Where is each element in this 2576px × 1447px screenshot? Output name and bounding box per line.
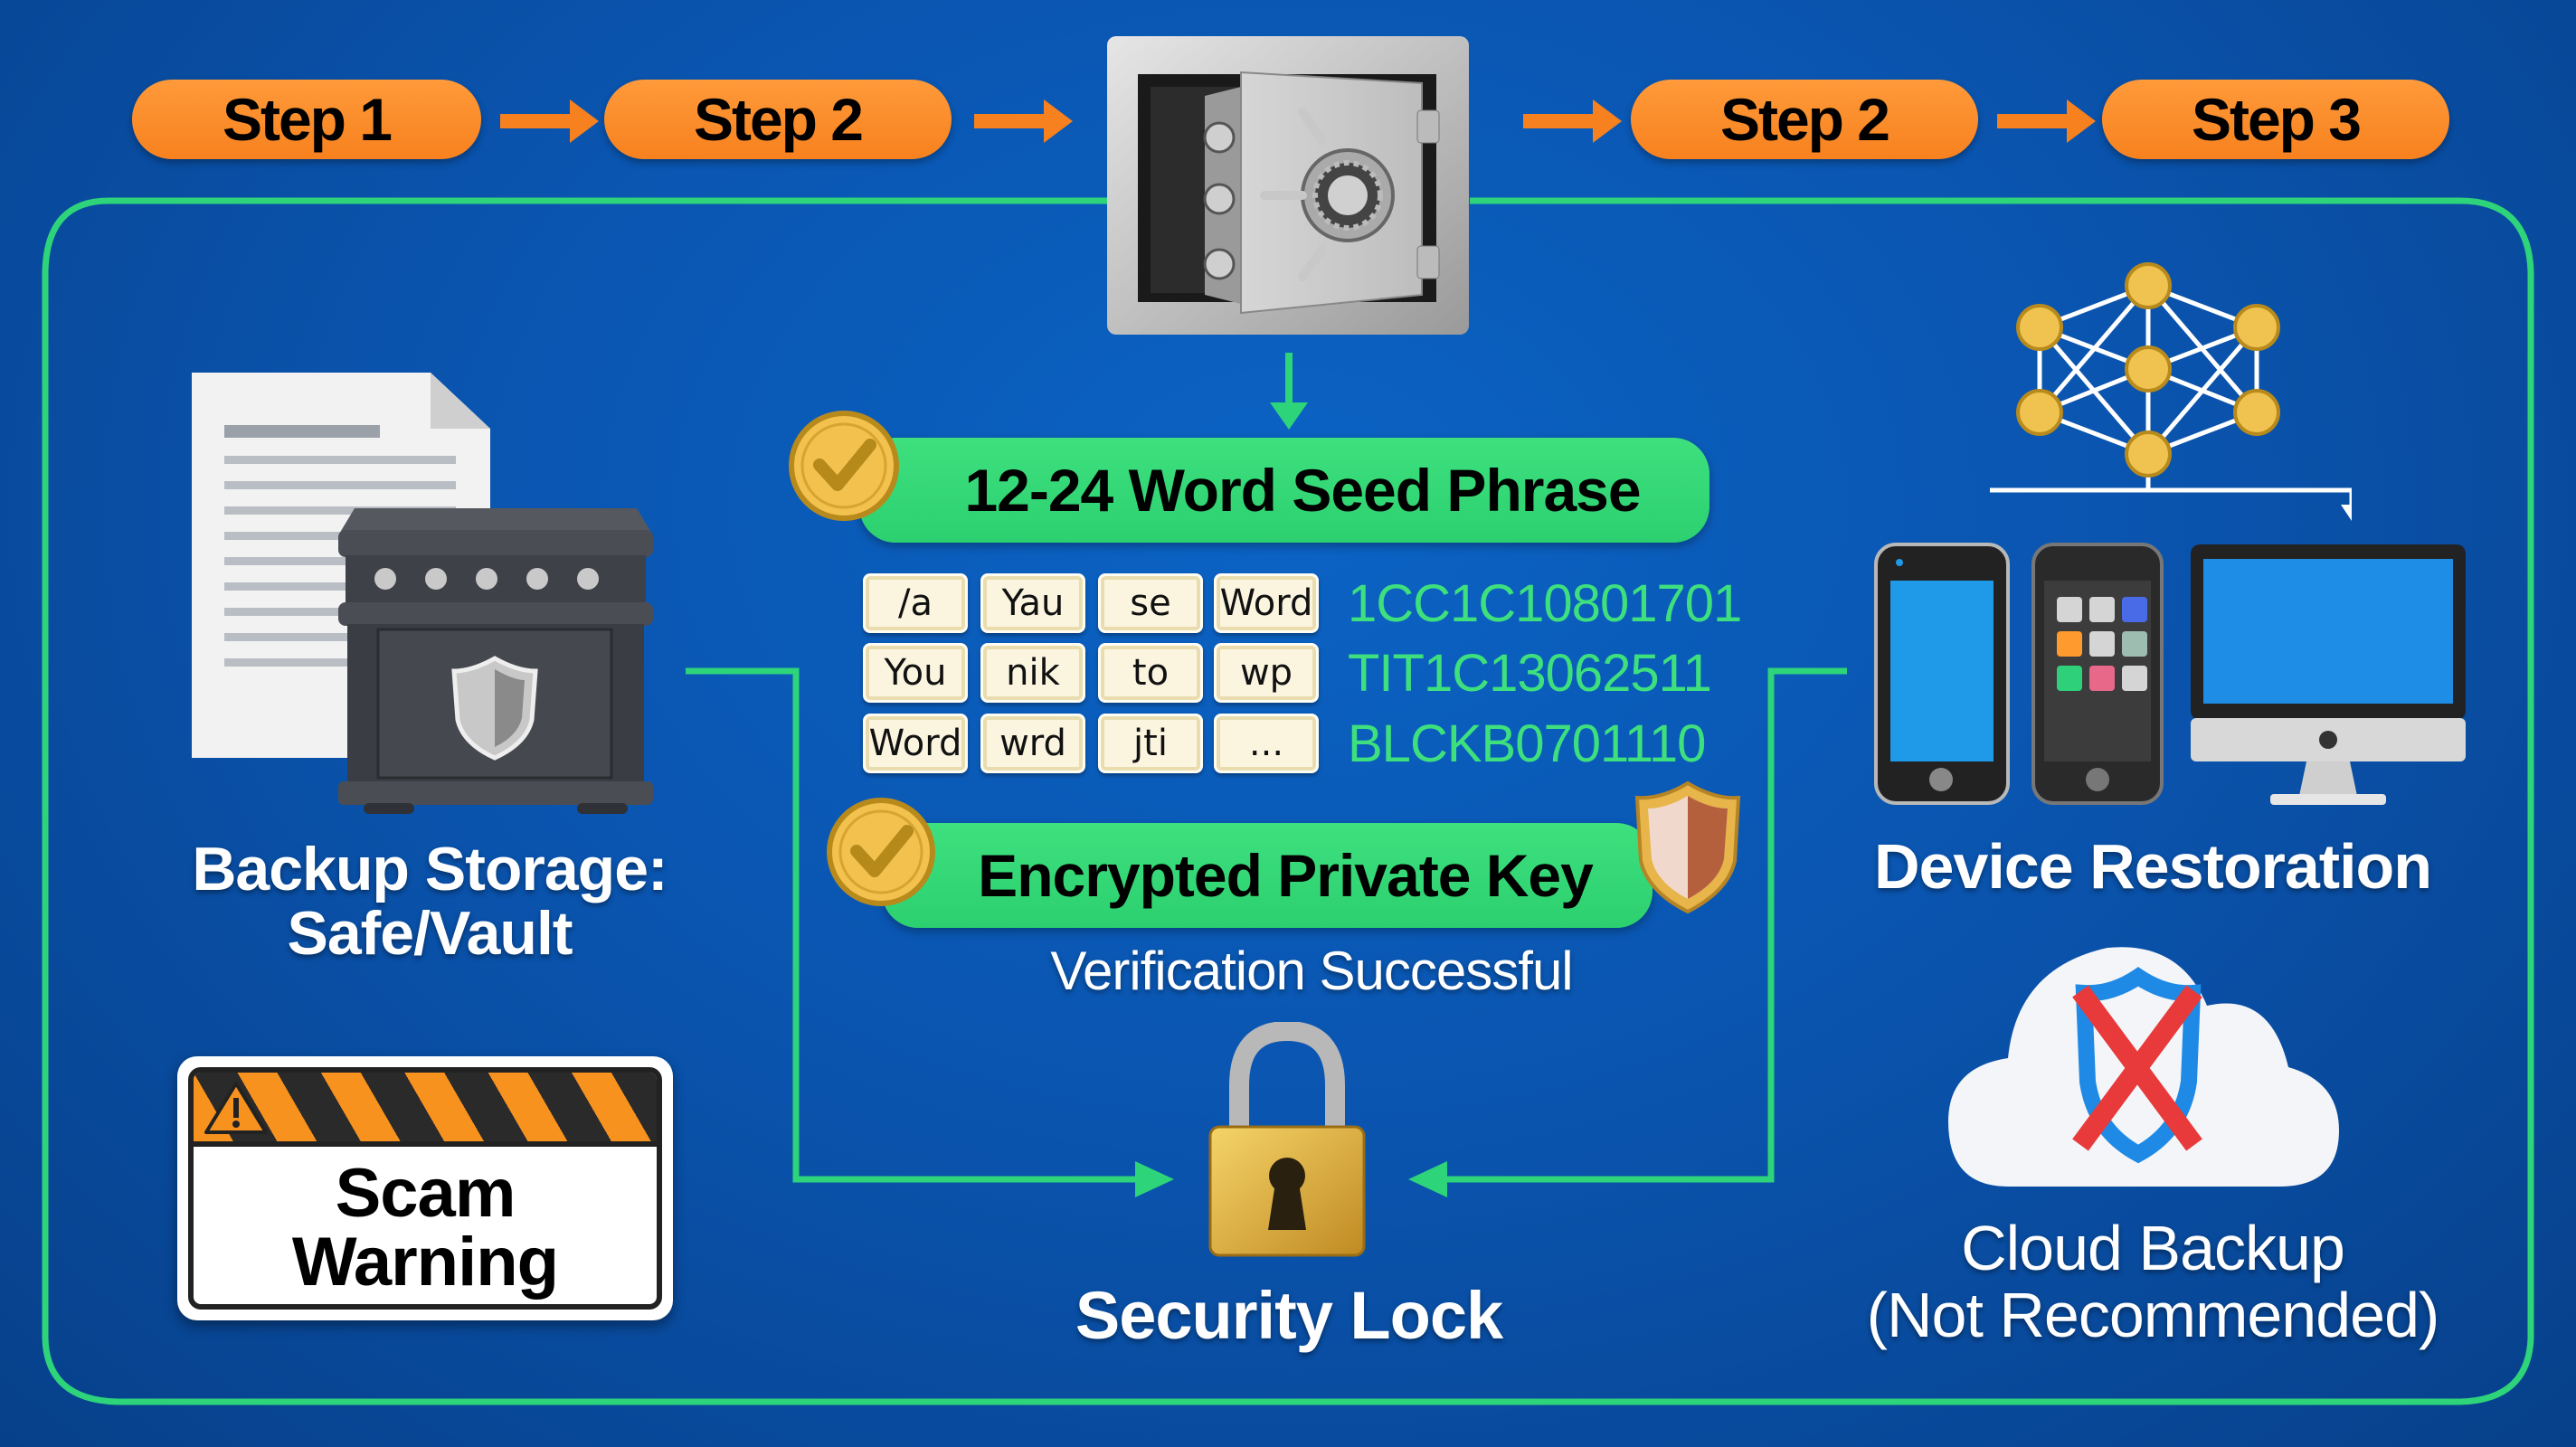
padlock-icon xyxy=(1208,1022,1366,1257)
security-lock-label: Security Lock xyxy=(1075,1278,1503,1353)
hash-line: TIT1C13062511 xyxy=(1348,644,1712,703)
cloud-backup-line2: (Not Recommended) xyxy=(1866,1279,2440,1350)
storage-vault-icon xyxy=(338,508,653,814)
seed-word: jti xyxy=(1133,723,1168,764)
seed-word-tile: /a xyxy=(863,573,968,633)
warning-triangle-icon xyxy=(204,1082,268,1134)
device-restoration-label: Device Restoration xyxy=(1873,831,2432,902)
step-3-pill: Step 3 xyxy=(2102,80,2449,159)
seed-word-tile: wrd xyxy=(980,714,1085,773)
backup-storage-label: Backup Storage: Safe/Vault xyxy=(136,837,724,967)
backup-storage-line1: Backup Storage: xyxy=(192,835,668,903)
seed-word: nik xyxy=(1006,652,1060,694)
gold-check-icon xyxy=(789,411,899,521)
seed-word-tile: se xyxy=(1098,573,1203,633)
network-nodes-icon xyxy=(1990,262,2352,521)
seed-word-tile: to xyxy=(1098,643,1203,703)
seed-word: You xyxy=(884,652,947,694)
left-connector xyxy=(686,667,1140,1183)
seed-word: Word xyxy=(1219,582,1313,624)
smartphone-blue-icon xyxy=(1874,543,2010,805)
outer-frame xyxy=(42,197,2534,1405)
seed-word-tile: Yau xyxy=(980,573,1085,633)
private-key-banner: Encrypted Private Key xyxy=(882,823,1653,928)
scam-warning-text: Scam Warning xyxy=(194,1159,657,1297)
seed-phrase-banner: 12-24 Word Seed Phrase xyxy=(859,438,1709,543)
step-label: Step 1 xyxy=(222,86,393,153)
private-key-title: Encrypted Private Key xyxy=(978,842,1594,909)
gold-check-icon xyxy=(827,798,935,906)
seed-word: /a xyxy=(898,582,933,624)
shield-icon xyxy=(1634,780,1741,914)
seed-word-tile: nik xyxy=(980,643,1085,703)
scam-warning-line2: Warning xyxy=(291,1224,559,1300)
hash-line: 1CC1C10801701 xyxy=(1348,574,1742,633)
scam-warning-sign: Scam Warning xyxy=(177,1056,673,1320)
desktop-monitor-icon xyxy=(2191,544,2466,805)
devices-group xyxy=(1874,543,2466,805)
seed-word-tile: Word xyxy=(863,714,968,773)
seed-word: to xyxy=(1132,652,1170,694)
step-2-pill: Step 2 xyxy=(604,80,952,159)
seed-word-tile: jti xyxy=(1098,714,1203,773)
seed-word: wrd xyxy=(999,723,1066,764)
seed-word: se xyxy=(1130,582,1171,624)
backup-storage-line2: Safe/Vault xyxy=(287,899,573,969)
hash-line: BLCKB0701110 xyxy=(1348,714,1706,773)
cloud-backup-label: Cloud Backup (Not Recommended) xyxy=(1800,1215,2505,1348)
seed-word-tile: Word xyxy=(1214,573,1319,633)
step-2b-pill: Step 2 xyxy=(1631,80,1978,159)
seed-word-tile: ... xyxy=(1214,714,1319,773)
step-arrows xyxy=(500,99,2096,143)
safe-down-arrow-head xyxy=(1270,402,1308,430)
seed-word: ... xyxy=(1248,723,1284,764)
right-connector xyxy=(1447,667,1847,1183)
step-label: Step 2 xyxy=(1719,86,1890,153)
step-label: Step 2 xyxy=(693,86,864,153)
seed-word-tile: You xyxy=(863,643,968,703)
smartphone-apps-icon xyxy=(2031,543,2164,805)
seed-word: Yau xyxy=(1001,582,1065,624)
scam-warning-line1: Scam xyxy=(335,1155,516,1232)
verification-status: Verification Successful xyxy=(1050,941,1573,1001)
crossed-shield-icon xyxy=(2072,967,2202,1164)
scam-warning-frame: Scam Warning xyxy=(188,1067,662,1310)
seed-word: Word xyxy=(868,723,962,764)
seed-word-tile: wp xyxy=(1214,643,1319,703)
right-connector-arrow xyxy=(1408,1161,1447,1197)
cloud-backup-line1: Cloud Backup xyxy=(1961,1213,2345,1283)
cloud-icon xyxy=(1948,947,2339,1187)
seed-phrase-title: 12-24 Word Seed Phrase xyxy=(964,457,1641,524)
step-1-pill: Step 1 xyxy=(132,80,481,159)
hazard-stripe xyxy=(194,1073,657,1147)
safe-icon xyxy=(1107,36,1469,335)
left-connector-arrow xyxy=(1135,1161,1174,1197)
seed-word: wp xyxy=(1239,652,1293,694)
step-label: Step 3 xyxy=(2191,86,2362,153)
